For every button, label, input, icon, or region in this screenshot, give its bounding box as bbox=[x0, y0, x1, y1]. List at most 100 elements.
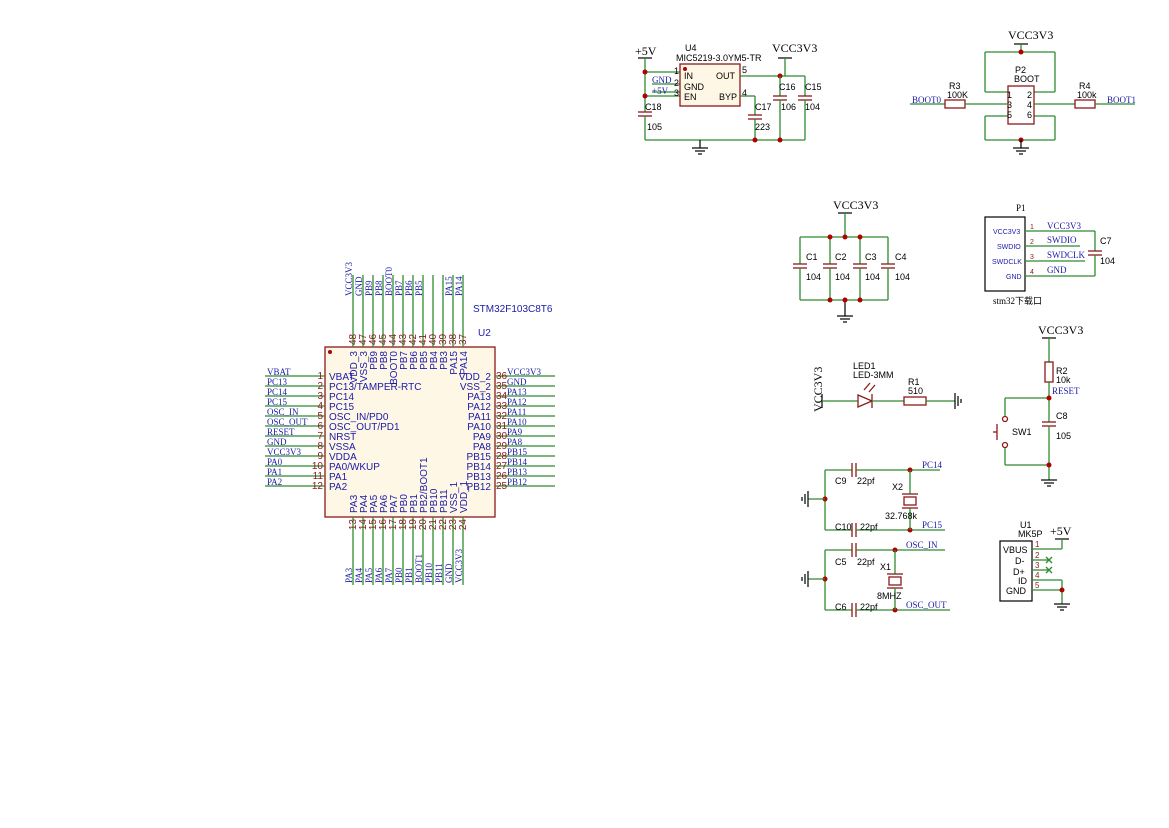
mcu-pin-name: VSS_3 bbox=[359, 351, 370, 383]
mcu-pin-number: 39 bbox=[438, 333, 449, 345]
mcu-pin-net: OSC_IN bbox=[267, 407, 299, 417]
c6-ref: C6 bbox=[835, 602, 847, 612]
mcu-part-label: STM32F103C8T6 bbox=[473, 304, 553, 315]
swd-pin-name-1: VCC3V3 bbox=[993, 229, 1020, 236]
usb-ref: U1 bbox=[1020, 520, 1032, 530]
mcu-pin-number: 48 bbox=[348, 333, 359, 345]
mcu-pin-net: VCC3V3 bbox=[267, 447, 302, 457]
led-ref: LED1 bbox=[853, 361, 876, 371]
mcu-pin-net: VCC3V3 bbox=[454, 548, 464, 583]
r4-ref: R4 bbox=[1079, 81, 1091, 91]
boot-circuit: VCC3V3 P2 BOOT 1 2 3 4 5 6 BOOT0 R3 100K… bbox=[910, 28, 1136, 155]
c3-ref: C3 bbox=[865, 252, 877, 262]
mcu-pin-name: PA6 bbox=[379, 494, 390, 513]
mcu-pin-number: 42 bbox=[408, 333, 419, 345]
decoupling-cap-marks bbox=[793, 234, 895, 303]
usb-pin-dp: D+ bbox=[1013, 567, 1025, 577]
usb-pin-num-1: 1 bbox=[1035, 540, 1040, 549]
mcu-pin-net: VBAT bbox=[267, 367, 291, 377]
led-arrow bbox=[868, 384, 876, 393]
swd-body bbox=[984, 216, 1026, 292]
swd-pin-num-2: 2 bbox=[1030, 239, 1034, 246]
mcu-pin-name: PB8 bbox=[379, 351, 390, 370]
mcu-pin-number: 3 bbox=[317, 391, 323, 402]
x2-ref: X2 bbox=[892, 482, 903, 492]
c10-ref: C10 bbox=[835, 522, 852, 532]
mcu-pin-number: 30 bbox=[496, 431, 508, 442]
mcu-pin-number: 21 bbox=[428, 519, 439, 531]
reset-net: RESET bbox=[1052, 386, 1080, 396]
rtc-oscillator: C9 22pf C10 22pf X2 32.768k PC14 PC15 bbox=[801, 460, 945, 537]
swd-pin-name-2: SWDIO bbox=[997, 244, 1021, 251]
mcu-pin-net: PB9 bbox=[364, 280, 374, 296]
mcu-pin-name: PA4 bbox=[359, 494, 370, 513]
mcu-pin-net: BOOT1 bbox=[414, 554, 424, 583]
mcu-pin-name: OSC_IN/PD0 bbox=[329, 412, 389, 423]
mcu-pin-net: VCC3V3 bbox=[344, 261, 354, 296]
junction bbox=[642, 69, 648, 75]
mcu-pin-name: PB3 bbox=[439, 351, 450, 370]
mcu-pin-net: PB11 bbox=[434, 563, 444, 583]
junction bbox=[857, 297, 863, 303]
mcu-pin-number: 47 bbox=[358, 333, 369, 345]
c8-value: 105 bbox=[1056, 431, 1071, 441]
mcu-pin-name: PB5 bbox=[419, 351, 430, 370]
reset-circuit: VCC3V3 R2 10k RESET SW1 C8 105 bbox=[993, 323, 1083, 487]
mcu-pin-name: PA0/WKUP bbox=[329, 462, 380, 473]
mcu-pin-name: OSC_OUT/PD1 bbox=[329, 422, 400, 433]
mcu-pin-name: VBAT bbox=[329, 372, 354, 383]
mcu-pin-name: PA5 bbox=[369, 494, 380, 513]
usb-pin-dm: D- bbox=[1015, 556, 1025, 566]
regulator-circuit: +5V GND +5V C18 105 U4 MIC5219-3.0YM5-TR… bbox=[635, 41, 822, 155]
junction bbox=[1046, 462, 1052, 468]
rtc-net-bot: PC15 bbox=[922, 520, 943, 530]
reg-pinnum-in: 1 bbox=[674, 66, 679, 76]
swd-net-4: GND bbox=[1047, 265, 1067, 275]
swd-caption: stm32下载口 bbox=[993, 295, 1042, 306]
r4-body bbox=[1074, 99, 1096, 109]
boot-pin-5: 5 bbox=[1007, 110, 1012, 120]
regulator-ref: U4 bbox=[685, 43, 697, 53]
usb-part: MK5P bbox=[1018, 529, 1043, 539]
swd-pin-num-1: 1 bbox=[1030, 224, 1034, 231]
mcu-pin-number: 15 bbox=[368, 519, 379, 531]
boot-header-ref: P2 bbox=[1015, 65, 1026, 75]
mcu-pin-net: PB13 bbox=[507, 467, 528, 477]
r1-value: 510 bbox=[908, 386, 923, 396]
mcu-pin-name: PC14 bbox=[329, 392, 354, 403]
boot-pin-4: 4 bbox=[1027, 100, 1032, 110]
mcu-pin-number: 32 bbox=[496, 411, 508, 422]
mcu-pin-net: PA2 bbox=[267, 477, 282, 487]
mcu-pin-net: PA13 bbox=[507, 387, 527, 397]
mcu-pin-net: PB10 bbox=[424, 562, 434, 583]
reg-pin-en: EN bbox=[684, 92, 697, 102]
mcu-pin-number: 46 bbox=[368, 333, 379, 345]
boot-header-body bbox=[1007, 85, 1035, 125]
mcu-pin-name: PC15 bbox=[329, 402, 354, 413]
reg-pinnum-gnd: 2 bbox=[674, 78, 679, 88]
mcu-pin-number: 28 bbox=[496, 451, 508, 462]
boot-power-label: VCC3V3 bbox=[1008, 28, 1053, 42]
mcu-pin-net: GND bbox=[267, 437, 287, 447]
mcu-pin-name: PA7 bbox=[389, 494, 400, 513]
c1-value: 104 bbox=[806, 272, 821, 282]
mcu-pin-number: 36 bbox=[496, 371, 508, 382]
junction bbox=[642, 93, 648, 99]
led-triangle bbox=[857, 394, 874, 408]
usb-pin-vbus: VBUS bbox=[1003, 545, 1028, 555]
c15-ref: C15 bbox=[805, 82, 822, 92]
mcu-pin-name: PB2/BOOT1 bbox=[419, 457, 430, 513]
c10-value: 22pf bbox=[860, 522, 878, 532]
mcu-pin-name: PB11 bbox=[439, 489, 450, 513]
mcu-pin-name: PA3 bbox=[349, 494, 360, 513]
c1-ref: C1 bbox=[806, 252, 818, 262]
usb-body bbox=[999, 540, 1033, 602]
usb-pin-num-5: 5 bbox=[1035, 581, 1040, 590]
mcu-pin-name: VDD_3 bbox=[349, 351, 360, 384]
decoupling-caps: VCC3V3 C1 104 C2 104 C3 104 C4 104 bbox=[793, 198, 910, 323]
mcu-pin-number: 7 bbox=[317, 431, 323, 442]
mcu-pin-number: 26 bbox=[496, 471, 508, 482]
usb-connector: U1 MK5P VBUS D- D+ ID GND 1 2 3 4 5 +5V bbox=[999, 520, 1072, 611]
switch-contact bbox=[1001, 441, 1009, 449]
